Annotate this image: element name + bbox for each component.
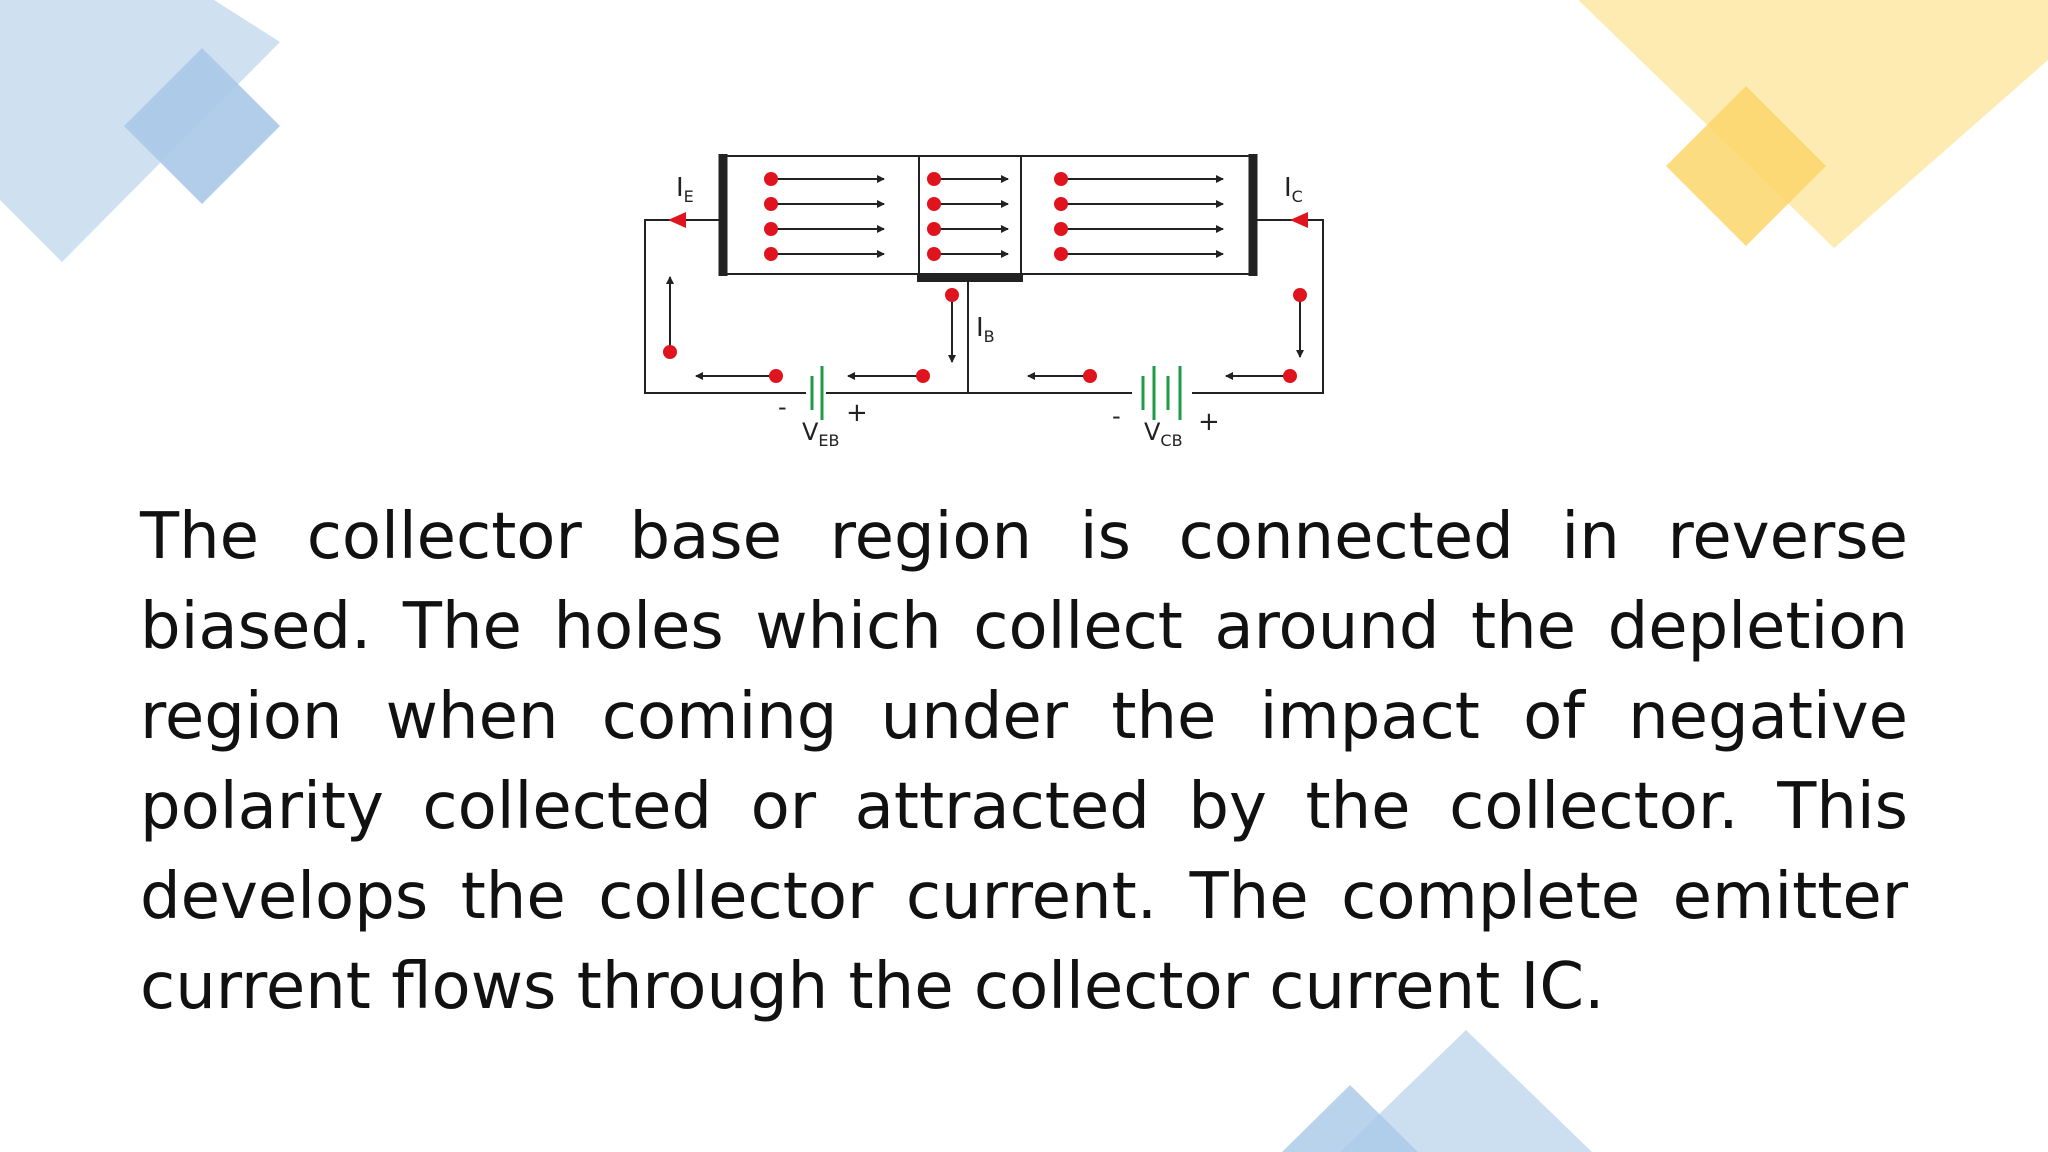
base-carriers [927,172,1009,261]
deco-diamond-topleft-small [124,48,280,204]
vcb-minus-sign: - [1112,402,1121,430]
collector-current-arrow-icon [1290,212,1308,228]
vcb-label: VCB [1144,418,1183,450]
vcb-plus-sign: + [1198,407,1220,437]
veb-label: VEB [802,418,840,450]
deco-diamond-topright-small [1666,86,1826,246]
deco-diamond-bottom-small [1282,1085,1418,1152]
collector-carriers [1054,172,1224,261]
veb-plus-sign: + [846,398,868,428]
base-current-label: IB [976,313,995,346]
emitter-current-label: IE [676,173,694,206]
veb-minus-sign: - [778,393,787,421]
circuit-wires [644,219,1324,394]
deco-diamond-topright-large [1578,0,2048,248]
deco-diamond-bottom-large [1340,1030,1592,1152]
battery-veb [810,366,824,420]
emitter-current-arrow-icon [668,212,686,228]
battery-vcb [1141,366,1182,420]
collector-current-label: IC [1284,173,1303,206]
slide-body-text: The collector base region is connected i… [140,500,1908,1024]
emitter-carriers [764,172,885,261]
pnp-transistor-diagram: IE IC IB - + VEB - + VCB [644,154,1324,450]
transistor-body [718,154,1258,282]
circuit-flow [663,212,1308,383]
